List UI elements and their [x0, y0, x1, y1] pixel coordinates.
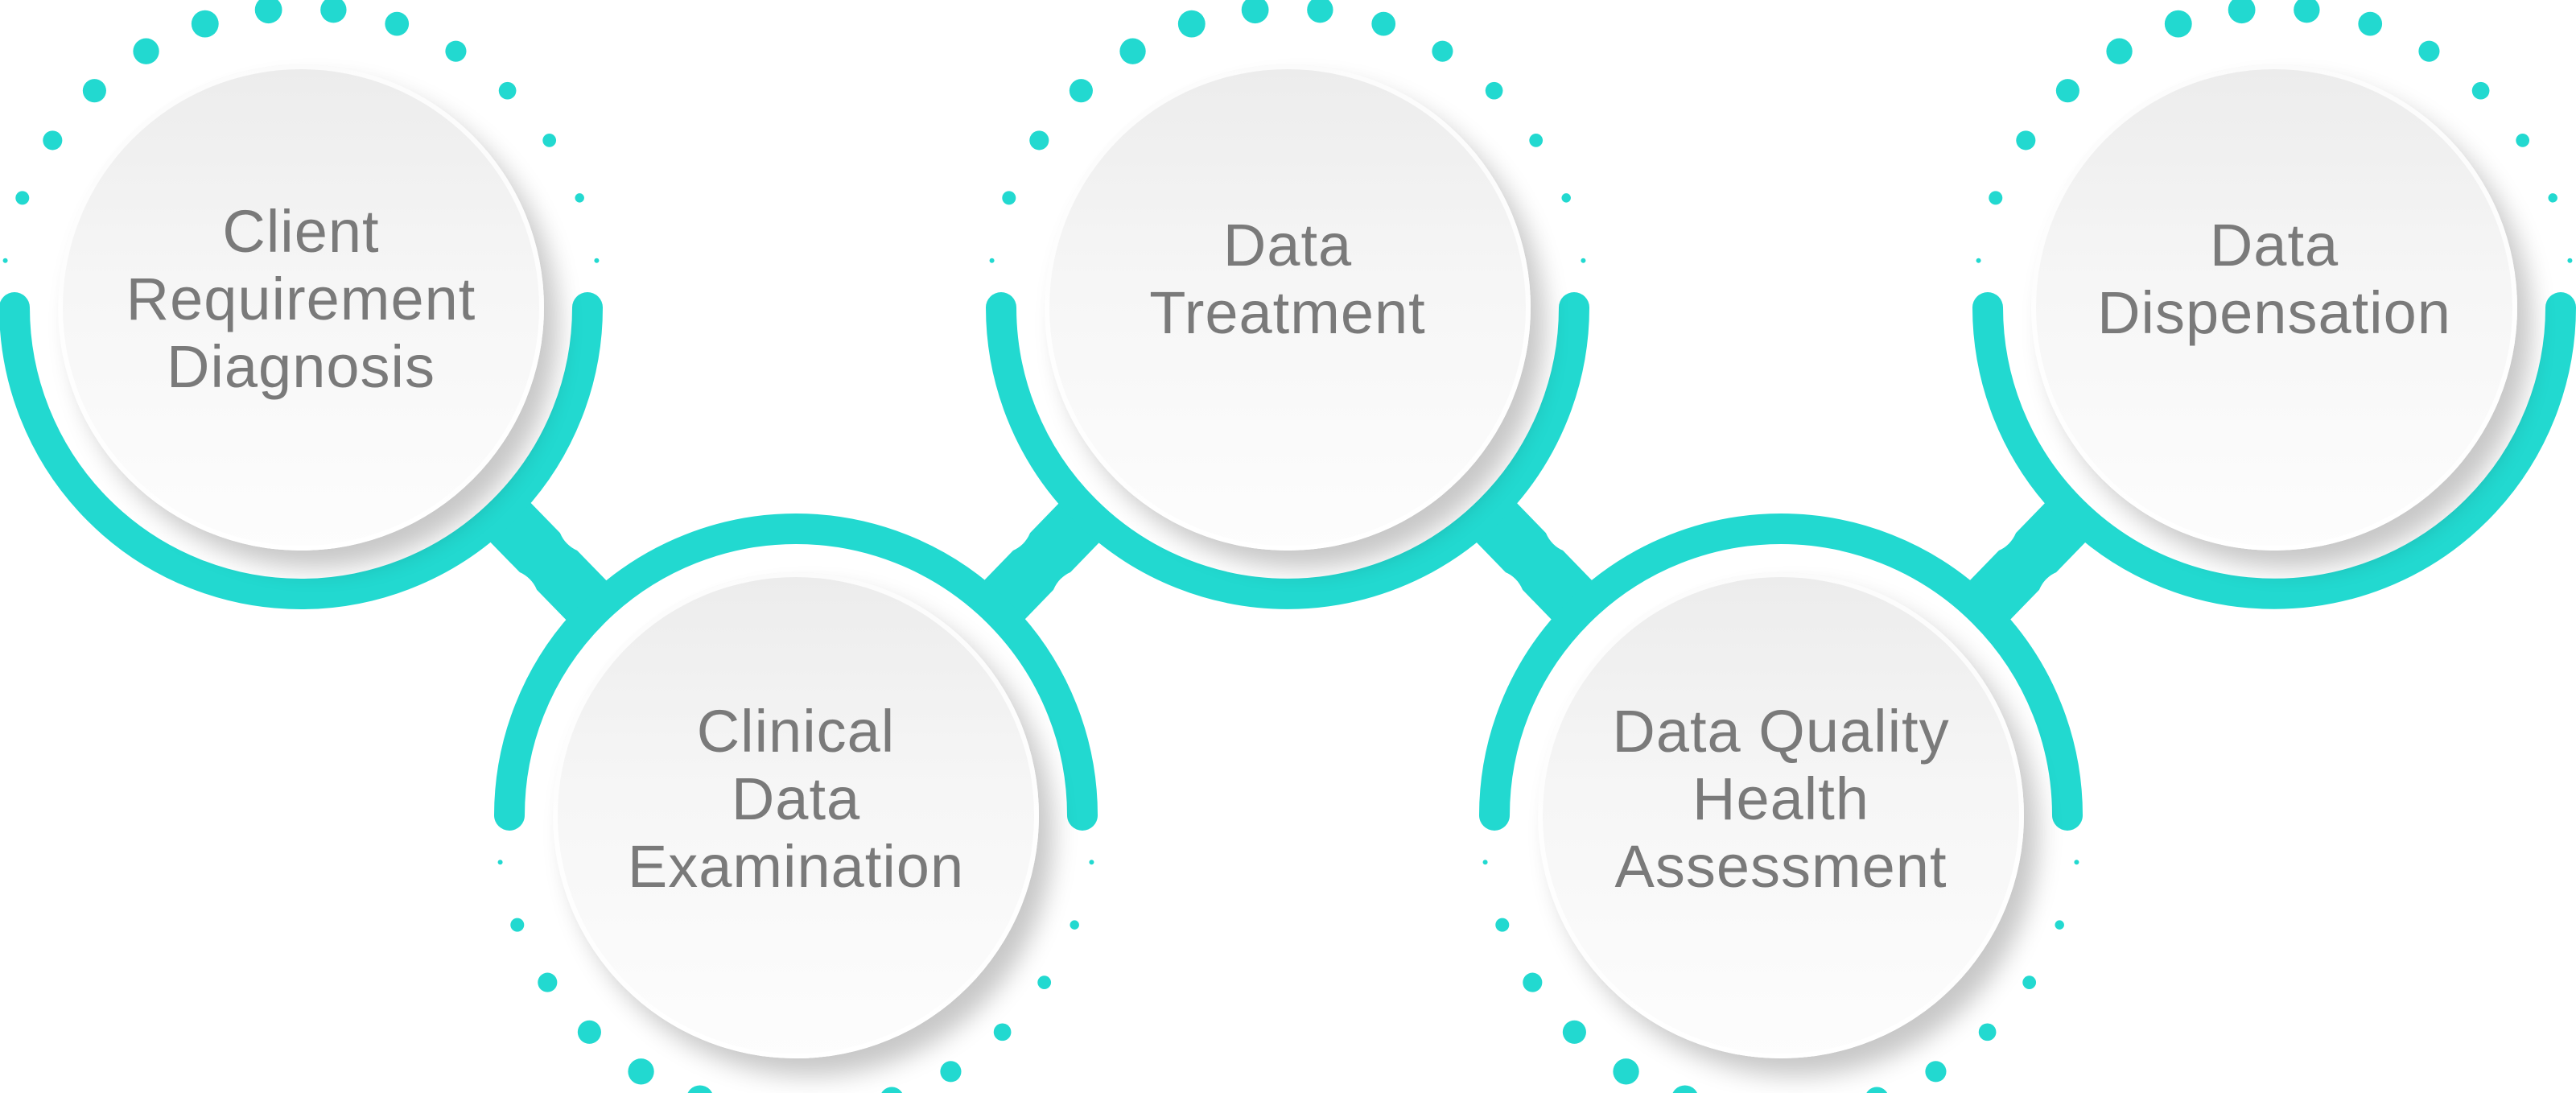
decorative-dot [1002, 191, 1016, 205]
decorative-dot [1978, 1023, 1997, 1041]
step-arc [494, 514, 1098, 831]
decorative-dot [1069, 79, 1093, 103]
decorative-dot [2548, 193, 2557, 203]
step-data-treatment: Data Treatment [1045, 64, 1531, 551]
decorative-dot [320, 0, 347, 23]
decorative-dot [2074, 860, 2079, 865]
decorative-dot [510, 918, 525, 932]
step-arc [1479, 514, 2083, 831]
decorative-dot [989, 258, 995, 263]
step-label: Data Treatment [1149, 212, 1426, 346]
decorative-dot [2016, 130, 2036, 151]
decorative-dot [1581, 258, 1586, 263]
decorative-dot [628, 1058, 654, 1085]
decorative-dot [993, 1023, 1012, 1041]
decorative-dot [1089, 860, 1094, 865]
decorative-dot [1562, 1020, 1586, 1044]
decorative-dot [1866, 1087, 1888, 1093]
decorative-dot [15, 191, 30, 205]
decorative-dot [538, 972, 558, 992]
step-arc [0, 292, 603, 609]
decorative-dot [1523, 972, 1543, 992]
connector-cutout [558, 489, 623, 554]
decorative-dot [687, 1085, 712, 1093]
decorative-dot [1495, 918, 1510, 932]
decorative-dot [542, 134, 557, 147]
connector-cutout [967, 489, 1032, 554]
decorative-dot [1070, 920, 1079, 930]
decorative-dot [1925, 1061, 1947, 1083]
decorative-dot [1177, 10, 1206, 38]
connector-bridge [969, 488, 1115, 635]
decorative-dot [594, 258, 600, 263]
decorative-dot [1241, 0, 1269, 24]
decorative-dot [1029, 130, 1049, 151]
connector-cutout [1544, 489, 1609, 554]
decorative-dot [2055, 79, 2079, 103]
decorative-dot [2358, 11, 2383, 36]
decorative-dot [1037, 975, 1052, 989]
connector-cutout [2037, 569, 2102, 634]
connector-bridge [1954, 487, 2101, 636]
decorative-dot [2567, 258, 2573, 263]
decorative-dot [43, 130, 63, 151]
step-label: Data Dispensation [2097, 212, 2451, 346]
decorative-dot [881, 1087, 903, 1093]
connector-cutout [1953, 489, 2018, 554]
decorative-dot [1613, 1058, 1639, 1085]
step-label: Client Requirement Diagnosis [126, 198, 476, 400]
decorative-dot [2, 258, 8, 263]
decorative-dot [2106, 38, 2133, 64]
step-arc [1972, 292, 2576, 609]
connector-cutout [1460, 569, 1525, 634]
decorative-dot [1119, 38, 1146, 64]
decorative-dot [940, 1061, 962, 1083]
decorative-dot [497, 860, 503, 865]
decorative-dot [385, 11, 410, 36]
decorative-dot [82, 79, 106, 103]
decorative-dot [2022, 975, 2037, 989]
connector-bridge [475, 487, 622, 636]
decorative-dot [2418, 40, 2440, 62]
decorative-dot [1432, 40, 1453, 62]
connector-bridge [1461, 487, 1608, 636]
decorative-dot [498, 81, 517, 100]
decorative-dot [1485, 81, 1503, 100]
decorative-dot [133, 38, 159, 64]
decorative-dot [1672, 1085, 1697, 1093]
decorative-dot [1989, 191, 2003, 205]
decorative-dot [2228, 0, 2256, 24]
step-label: Clinical Data Examination [627, 698, 965, 900]
decorative-dot [191, 10, 219, 38]
step-data-quality-health-assessment: Data Quality Health Assessment [1538, 572, 2024, 1058]
decorative-dot [575, 193, 584, 203]
decorative-dot [1976, 258, 1981, 263]
step-data-dispensation: Data Dispensation [2031, 64, 2517, 551]
decorative-dot [2055, 920, 2064, 930]
decorative-dot [577, 1020, 601, 1044]
decorative-dot [1529, 134, 1544, 147]
decorative-dot [2471, 81, 2490, 100]
step-clinical-data-examination: Clinical Data Examination [553, 572, 1039, 1058]
decorative-dot [254, 0, 282, 24]
decorative-dot [1307, 0, 1333, 23]
decorative-dot [1371, 11, 1396, 36]
decorative-dot [1561, 193, 1571, 203]
step-label: Data Quality Health Assessment [1612, 698, 1950, 900]
decorative-dot [2516, 134, 2530, 147]
decorative-dot [445, 40, 467, 62]
step-arc [986, 292, 1589, 609]
decorative-dot [2294, 0, 2320, 23]
connector-cutout [474, 569, 539, 634]
decorative-dot [1482, 860, 1488, 865]
decorative-dot [2164, 10, 2192, 38]
step-client-requirement-diagnosis: Client Requirement Diagnosis [58, 64, 544, 551]
connector-cutout [1051, 569, 1116, 634]
